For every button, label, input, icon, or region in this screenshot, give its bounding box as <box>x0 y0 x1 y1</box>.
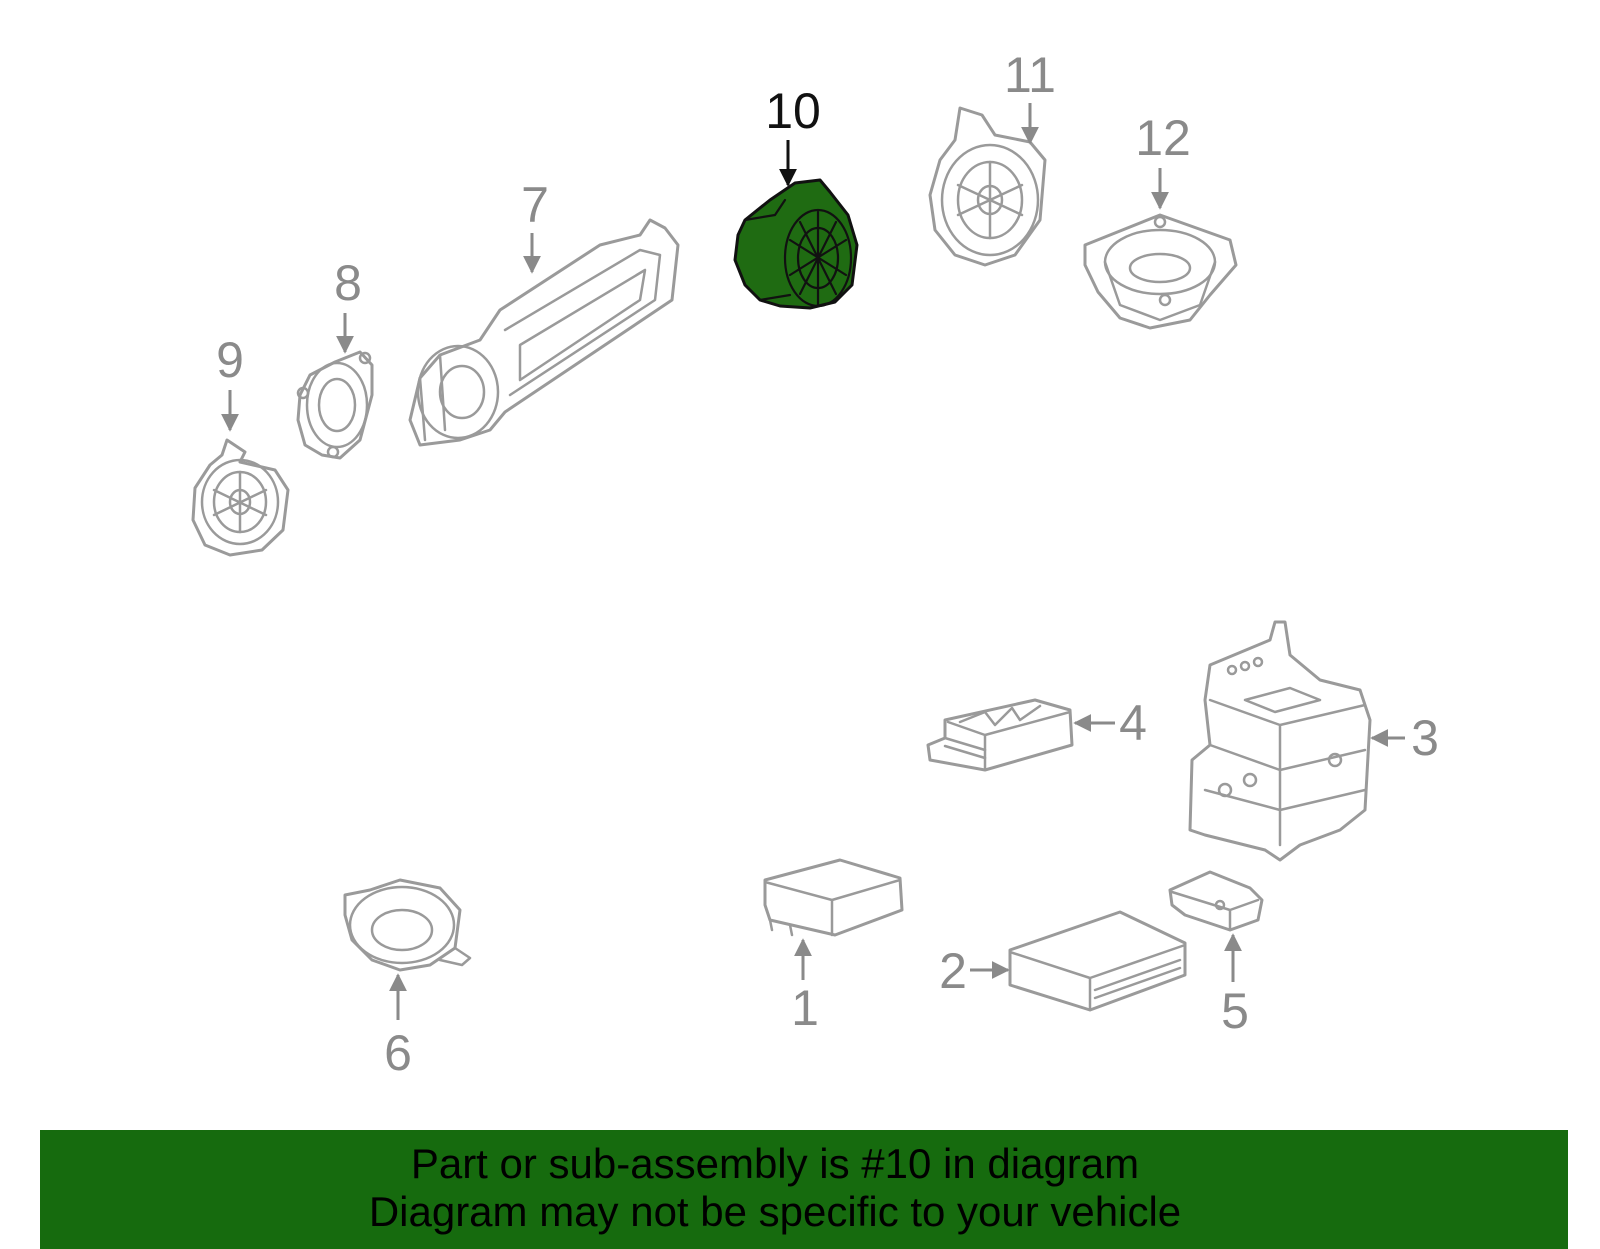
callout-number: 4 <box>1119 695 1147 751</box>
callout-number: 7 <box>521 177 549 233</box>
callout-number: 10 <box>765 83 821 139</box>
callout-1: 1 <box>791 938 819 1036</box>
part-2-media-unit[interactable] <box>1008 910 1187 1012</box>
callout-number: 5 <box>1221 983 1249 1039</box>
callout-number: 9 <box>216 332 244 388</box>
part-6-speaker[interactable] <box>343 878 472 972</box>
part-1-control-module[interactable] <box>763 858 904 937</box>
callout-number: 12 <box>1135 110 1191 166</box>
banner-line-disclaimer: Diagram may not be specific to your vehi… <box>368 1188 1182 1235</box>
callout-10: 10 <box>765 83 821 187</box>
callout-number: 11 <box>1004 47 1056 103</box>
info-banner: Part or sub-assembly is #10 in diagram D… <box>40 1130 1568 1249</box>
callout-5: 5 <box>1221 933 1249 1039</box>
callout-2: 2 <box>939 943 1010 999</box>
callout-number: 6 <box>384 1025 412 1081</box>
part-10-subwoofer-highlighted[interactable] <box>733 178 859 310</box>
part-12-speaker[interactable] <box>1083 213 1238 330</box>
callout-8: 8 <box>334 255 362 354</box>
callout-7: 7 <box>521 177 549 274</box>
part-9-tweeter[interactable] <box>191 438 290 557</box>
callout-number: 8 <box>334 255 362 311</box>
callout-number: 2 <box>939 943 967 999</box>
callout-6: 6 <box>384 973 412 1081</box>
part-5-small-module[interactable] <box>1168 870 1264 932</box>
part-4-amplifier[interactable] <box>926 698 1074 772</box>
callout-9: 9 <box>216 332 244 432</box>
callout-11: 11 <box>1004 47 1056 145</box>
part-7-speaker-enclosure[interactable] <box>408 218 680 447</box>
part-8-speaker[interactable] <box>296 350 374 460</box>
callout-number: 3 <box>1411 710 1439 766</box>
callout-4: 4 <box>1073 695 1147 751</box>
part-11-speaker[interactable] <box>928 106 1047 267</box>
callout-3: 3 <box>1370 710 1439 766</box>
callout-number: 1 <box>791 980 819 1036</box>
parts-diagram: 9 8 7 10 <box>191 47 1439 1081</box>
part-3-mounting-bracket[interactable] <box>1188 620 1372 862</box>
banner-line-part-number: Part or sub-assembly is #10 in diagram <box>410 1140 1140 1187</box>
callout-12: 12 <box>1135 110 1191 210</box>
